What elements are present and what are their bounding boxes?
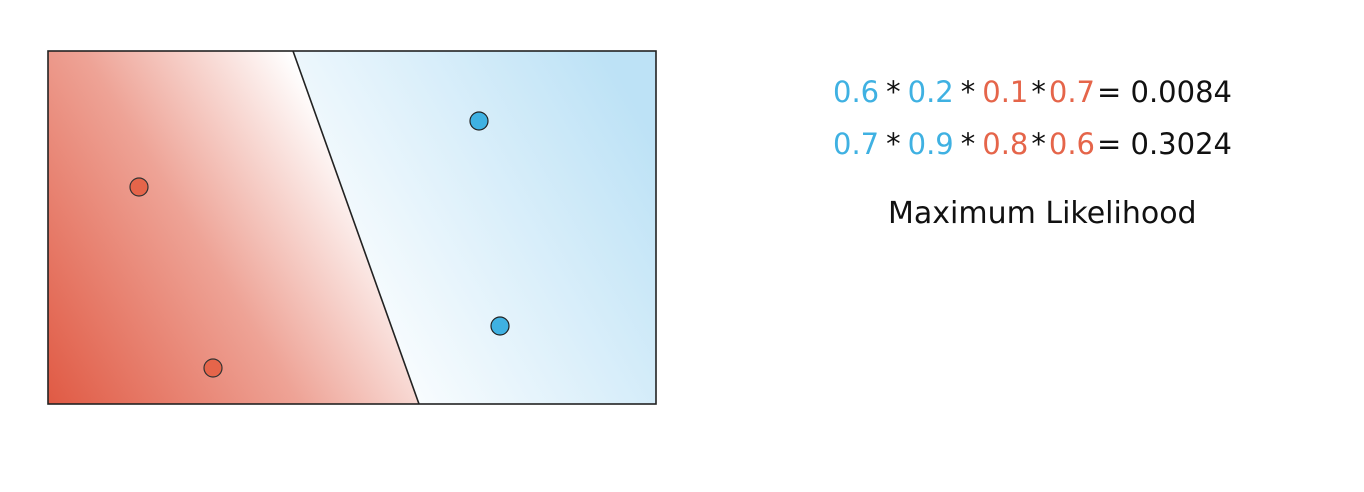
factor-2: 0.2 bbox=[907, 75, 954, 109]
multiply-sign: * bbox=[886, 75, 901, 109]
factor-1: 0.6 bbox=[833, 75, 880, 109]
red-point-2 bbox=[203, 358, 223, 378]
classification-diagram bbox=[47, 50, 657, 405]
factor-4: 0.7 bbox=[1048, 75, 1095, 109]
likelihood-equation-1: 0.6 * 0.2 * 0.1 * 0.7 = 0.0084 bbox=[833, 72, 1232, 112]
blue-region bbox=[293, 51, 656, 404]
blue-point-2 bbox=[490, 316, 510, 336]
factor-3: 0.1 bbox=[982, 75, 1029, 109]
red-point-1 bbox=[129, 177, 149, 197]
multiply-sign: * bbox=[886, 127, 901, 161]
factor-4: 0.6 bbox=[1048, 127, 1095, 161]
equation-result: = 0.3024 bbox=[1097, 127, 1232, 161]
blue-point-1 bbox=[469, 111, 489, 131]
equation-result: = 0.0084 bbox=[1097, 75, 1232, 109]
multiply-sign: * bbox=[1031, 127, 1046, 161]
maximum-likelihood-caption: Maximum Likelihood bbox=[888, 196, 1197, 231]
factor-2: 0.9 bbox=[907, 127, 954, 161]
plot-frame bbox=[47, 50, 657, 405]
multiply-sign: * bbox=[960, 75, 976, 109]
red-region bbox=[48, 51, 419, 404]
decision-boundary bbox=[292, 50, 420, 405]
multiply-sign: * bbox=[1031, 75, 1046, 109]
factor-3: 0.8 bbox=[982, 127, 1029, 161]
factor-1: 0.7 bbox=[833, 127, 880, 161]
multiply-sign: * bbox=[960, 127, 976, 161]
likelihood-equation-2: 0.7 * 0.9 * 0.8 * 0.6 = 0.3024 bbox=[833, 124, 1232, 164]
